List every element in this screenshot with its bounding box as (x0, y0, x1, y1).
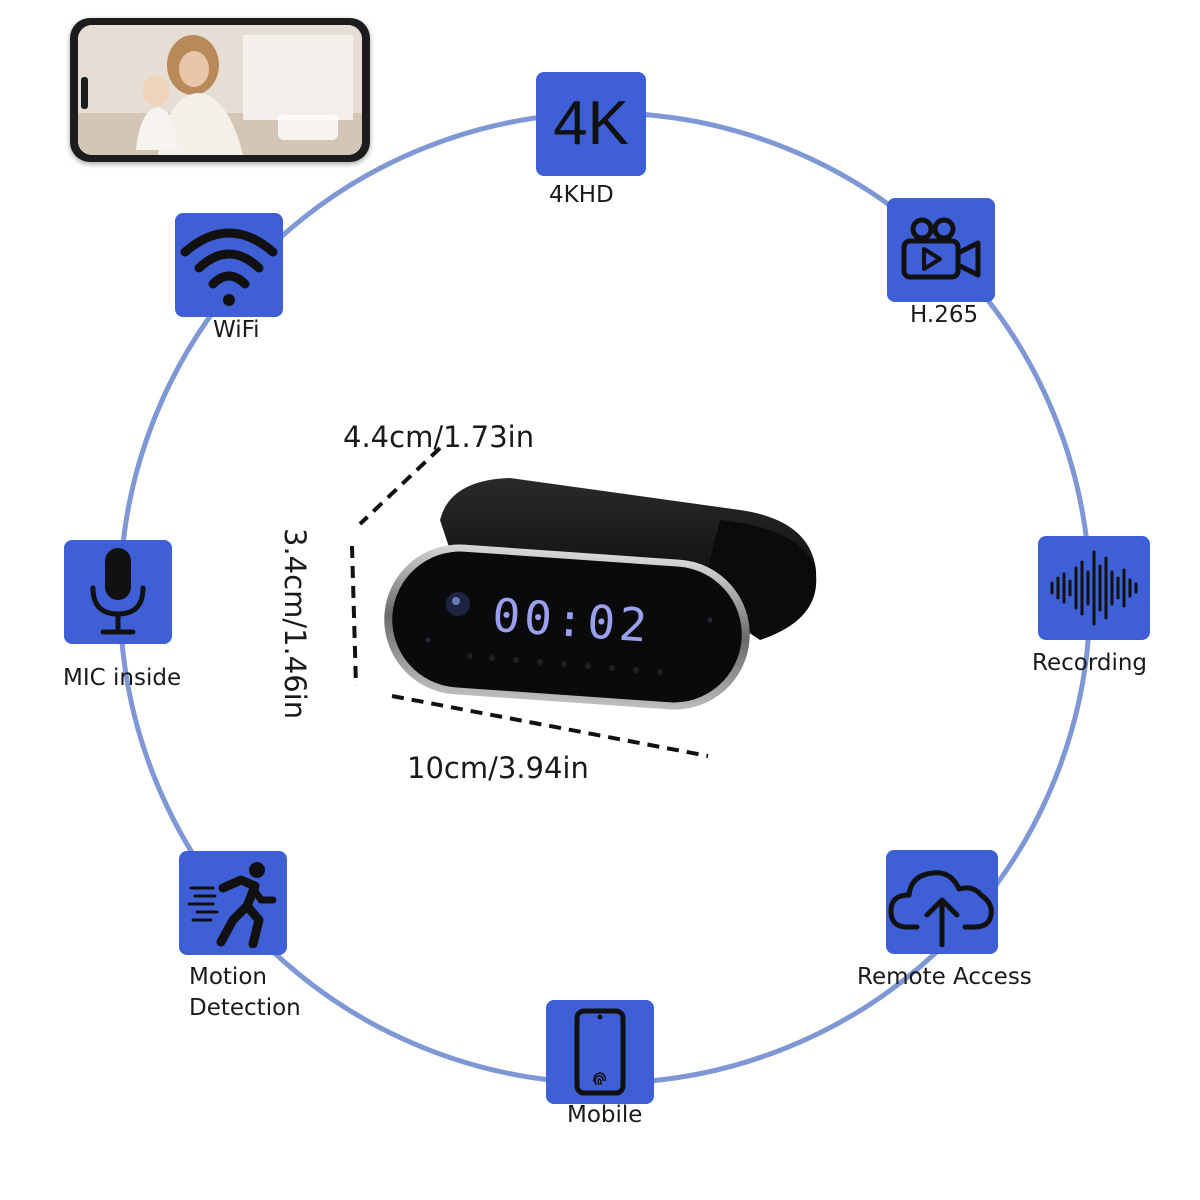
video-camera-icon (901, 217, 981, 280)
dimension-width-label: 10cm/3.94in (407, 751, 589, 785)
feature-remote-box (886, 850, 998, 954)
feature-label-detection: Detection (189, 995, 301, 1021)
feature-label-remote-access: Remote Access (857, 964, 1032, 990)
dimension-depth-label: 4.4cm/1.73in (343, 420, 535, 454)
feature-label-recording: Recording (1032, 650, 1148, 676)
smartphone-icon (574, 1008, 626, 1096)
dimension-height-label: 3.4cm/1.46in (278, 528, 312, 720)
4k-icon: 4K (553, 89, 629, 158)
dimension-lines (350, 446, 709, 758)
feature-label-h265: H.265 (910, 302, 979, 328)
feature-label-wifi: WiFi (213, 317, 260, 343)
feature-label-mic: MIC inside (63, 665, 182, 691)
family-photo (78, 25, 362, 155)
feature-label-4khd: 4KHD (549, 182, 614, 208)
feature-4k-box: 4K (536, 72, 646, 176)
feature-label-motion: Motion (189, 964, 267, 990)
sound-wave-icon (1050, 550, 1138, 626)
feature-mobile-box (546, 1000, 654, 1104)
feature-h265-box (887, 198, 995, 302)
feature-label-mobile: Mobile (567, 1102, 643, 1128)
phone-screen (78, 25, 362, 155)
feature-mic-box (64, 540, 172, 644)
wifi-icon (180, 228, 278, 306)
microphone-icon (90, 548, 146, 635)
clock-camera-device: 00:02 (384, 478, 817, 710)
phone-preview-image (70, 18, 370, 162)
feature-motion-box (179, 851, 287, 955)
feature-wifi-box (175, 213, 283, 317)
running-person-icon (187, 862, 277, 948)
fingerprint-icon (593, 1072, 606, 1086)
clock-display: 00:02 (491, 588, 653, 653)
cloud-upload-icon (888, 870, 994, 947)
feature-recording-box (1038, 536, 1150, 640)
4k-icon-text: 4K (553, 89, 629, 158)
